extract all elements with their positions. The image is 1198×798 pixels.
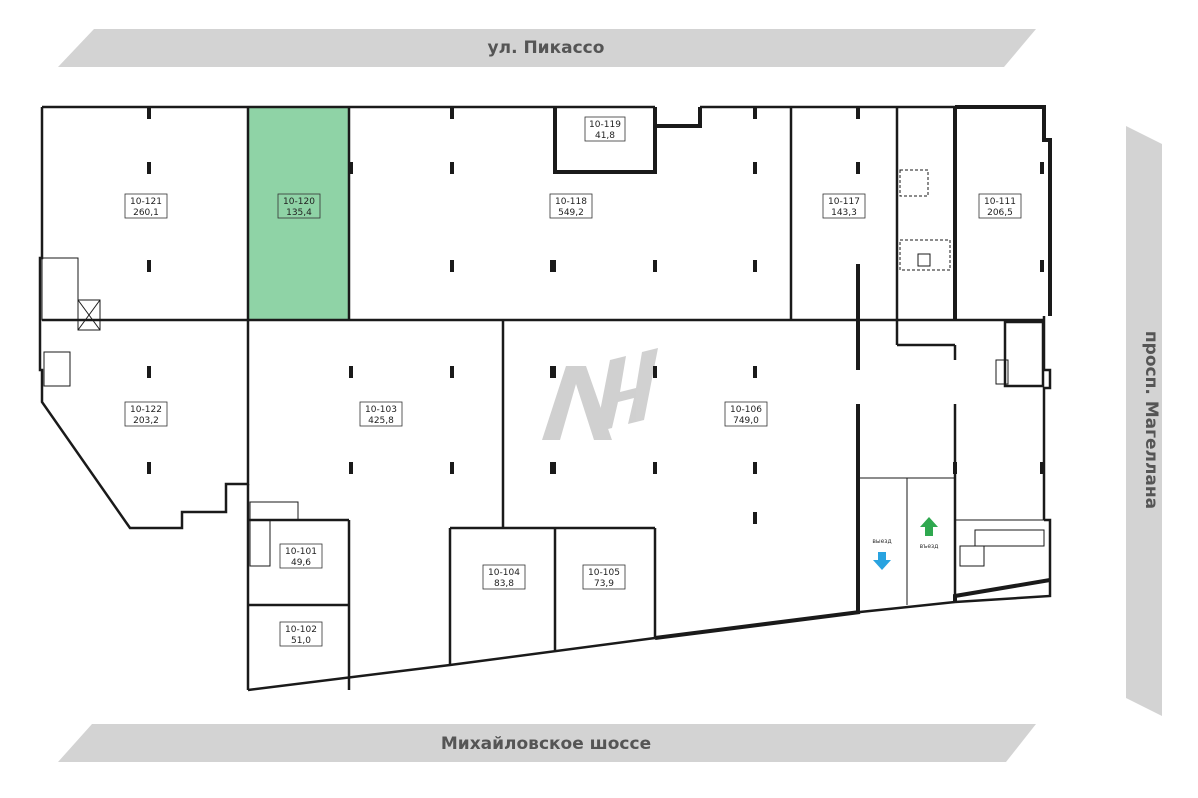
svg-text:260,1: 260,1 [133,208,159,218]
building-outline [38,105,1052,692]
svg-text:10-106: 10-106 [730,405,762,415]
unit-10-111[interactable]: 10-111 206,5 [978,193,1022,219]
interior-walls [42,107,1044,690]
street-band-top [58,29,1036,67]
svg-text:51,0: 51,0 [291,636,311,646]
stair-mid [249,501,299,567]
svg-text:10-118: 10-118 [555,197,587,207]
street-label-right: просп. Магеллана [1141,331,1161,509]
svg-text:203,2: 203,2 [133,416,159,426]
svg-text:10-111: 10-111 [984,197,1016,207]
svg-text:49,6: 49,6 [291,558,311,568]
exit-label: выезд [872,538,891,545]
street-label-top: ул. Пикассо [488,38,605,58]
svg-text:10-119: 10-119 [589,120,621,130]
unit-10-105[interactable]: 10-105 73,9 [582,564,626,590]
svg-text:10-102: 10-102 [285,625,317,635]
stair-left [41,257,101,387]
svg-text:749,0: 749,0 [733,416,759,426]
unit-10-118[interactable]: 10-118 549,2 [549,193,593,219]
street-band-right [1126,126,1162,716]
exit-arrow-down-icon [873,552,891,570]
unit-10-106[interactable]: 10-106 749,0 [724,401,768,427]
entry-ramp-in: въезд [920,517,939,550]
svg-text:10-117: 10-117 [828,197,860,207]
svg-text:10-104: 10-104 [488,568,520,578]
svg-text:10-103: 10-103 [365,405,397,415]
unit-10-120[interactable]: 10-120 135,4 [277,193,321,219]
svg-text:135,4: 135,4 [286,208,312,218]
svg-text:206,5: 206,5 [987,208,1013,218]
unit-10-122[interactable]: 10-122 203,2 [124,401,168,427]
svg-text:10-120: 10-120 [283,197,315,207]
columns [147,107,1044,524]
entry-arrow-up-icon [920,517,938,536]
svg-text:549,2: 549,2 [558,208,584,218]
svg-text:83,8: 83,8 [494,579,514,589]
unit-10-104[interactable]: 10-104 83,8 [482,564,526,590]
svg-text:41,8: 41,8 [595,131,615,141]
stair-right [959,320,1045,567]
street-label-bottom: Михайловское шоссе [441,734,651,754]
unit-10-117[interactable]: 10-117 143,3 [822,193,866,219]
restroom-block [899,169,951,271]
svg-text:10-122: 10-122 [130,405,162,415]
svg-text:73,9: 73,9 [594,579,614,589]
unit-10-102[interactable]: 10-102 51,0 [279,621,323,647]
exit-ramp-out: выезд [872,538,892,570]
street-band-bottom [58,724,1036,762]
unit-10-101[interactable]: 10-101 49,6 [279,543,323,569]
svg-text:425,8: 425,8 [368,416,394,426]
entry-label: въезд [920,543,939,550]
svg-text:10-101: 10-101 [285,547,317,557]
unit-10-121[interactable]: 10-121 260,1 [124,193,168,219]
svg-text:10-121: 10-121 [130,197,162,207]
svg-text:10-105: 10-105 [588,568,620,578]
unit-10-103[interactable]: 10-103 425,8 [359,401,403,427]
unit-10-119[interactable]: 10-119 41,8 [584,116,626,142]
watermark-logo [542,348,658,440]
svg-text:143,3: 143,3 [831,208,857,218]
